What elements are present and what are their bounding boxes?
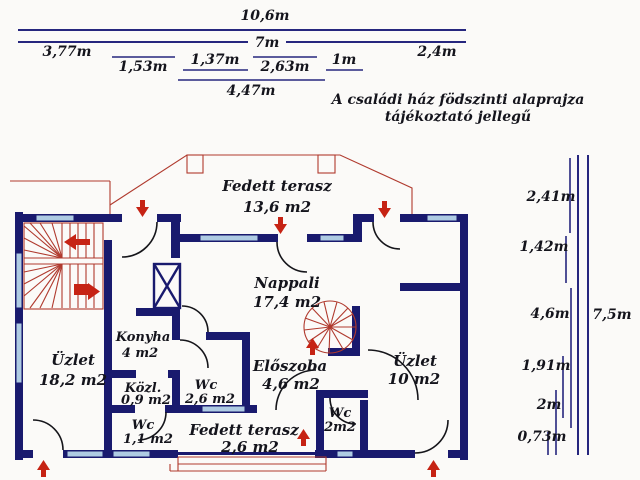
dim-191: 1,91m <box>522 358 571 374</box>
plan-title: A családi ház födszinti alaprajza tájéko… <box>330 92 585 125</box>
room-label-wc-11: Wc <box>132 418 155 433</box>
window <box>201 405 246 413</box>
top-dimension-chain: 10,6m 7m 3,77m 2,4m 1,53m 1,37m 2,63m 1m… <box>18 8 466 99</box>
room-area-fedett-terasz-bottom: 2,6 m2 <box>220 438 279 456</box>
dim-24: 2,4m <box>416 44 456 60</box>
door-arc <box>275 369 317 411</box>
entrance-arrow-up <box>427 460 440 477</box>
window <box>35 214 75 222</box>
dim-7m: 7m <box>255 35 280 51</box>
dim-overall-height: 7,5m <box>592 307 631 323</box>
stair-treads-lower <box>23 263 95 309</box>
window <box>426 214 458 222</box>
door-arc <box>372 221 401 250</box>
terrace-column <box>186 154 204 174</box>
room-area-nappali: 17,4 m2 <box>253 293 321 311</box>
door-arc <box>329 397 357 425</box>
entrance-arrow-down <box>378 201 391 218</box>
window <box>15 252 23 309</box>
stair-direction-arrow-left <box>64 234 90 250</box>
window <box>15 322 23 384</box>
door-arc <box>276 241 308 273</box>
doors <box>32 221 449 454</box>
dim-447: 4,47m <box>227 83 276 99</box>
door-arc <box>179 339 209 369</box>
terrace-steps <box>169 456 327 472</box>
dim-073: 0,73m <box>518 429 567 445</box>
room-label-konyha: Konyha <box>115 330 171 345</box>
windows <box>15 214 458 458</box>
room-area-fedett-terasz-top: 13,6 m2 <box>243 198 311 216</box>
door-arc <box>32 419 64 451</box>
right-dimension-chain: 7,5m 2,41m 1,42m 4,6m 1,91m 2m 0,73m <box>518 155 632 455</box>
entrance-arrow-down <box>136 200 149 217</box>
spiral-stair-arrow-up <box>306 338 319 355</box>
dim-241: 2,41m <box>526 189 576 205</box>
room-label-uzlet-left: Üzlet <box>51 350 95 369</box>
room-area-konyha: 4 m2 <box>122 346 158 361</box>
room-area-wc-11: 1,1 m2 <box>123 432 173 447</box>
stair-treads-upper <box>23 222 95 259</box>
entrance-arrows <box>37 200 440 477</box>
room-label-fedett-terasz-bottom: Fedett terasz <box>188 421 299 439</box>
window <box>199 234 259 242</box>
dim-137: 1,37m <box>191 52 240 68</box>
entrance-arrow-up <box>297 429 310 446</box>
shaft-xbox <box>152 262 182 310</box>
room-area-eloszoba: 4,6 m2 <box>262 375 320 393</box>
room-area-wc-26: 2,6 m2 <box>184 392 235 407</box>
dim-overall-width: 10,6m <box>241 8 290 24</box>
entrance-arrow-up <box>37 460 50 477</box>
terrace-column <box>317 154 336 174</box>
stair-direction-arrow-right <box>74 283 100 300</box>
room-label-wc-2: Wc <box>329 406 352 421</box>
plan-title-line1: A családi ház födszinti alaprajza <box>330 92 585 108</box>
main-staircase <box>23 222 104 310</box>
room-labels: Fedett terasz 13,6 m2 Nappali 17,4 m2 Üz… <box>39 177 440 456</box>
dim-263: 2,63m <box>260 59 310 75</box>
window <box>112 450 151 458</box>
dim-153: 1,53m <box>119 59 168 75</box>
room-area-kozl: 0,9 m2 <box>121 393 171 408</box>
door-arc <box>367 349 419 401</box>
room-label-uzlet-right: Üzlet <box>393 351 437 370</box>
dim-label-bg <box>248 34 286 50</box>
room-area-wc-2: 2m2 <box>323 420 356 435</box>
window <box>66 450 104 458</box>
room-label-wc-26: Wc <box>195 378 218 393</box>
dim-2m: 2m <box>536 397 562 413</box>
room-label-kozl: Közl. <box>124 381 162 396</box>
room-label-eloszoba: Előszoba <box>252 357 327 375</box>
room-label-nappali: Nappali <box>253 274 320 292</box>
door-arc <box>121 221 158 258</box>
dim-142: 1,42m <box>520 239 569 255</box>
room-label-fedett-terasz-top: Fedett terasz <box>221 177 332 195</box>
dim-1m: 1m <box>332 52 357 68</box>
dim-377: 3,77m <box>43 44 92 60</box>
dim-46: 4,6m <box>530 306 569 322</box>
room-area-uzlet-right: 10 m2 <box>388 370 440 388</box>
door-arc <box>137 411 167 441</box>
door-arc <box>181 305 209 333</box>
window <box>336 450 354 458</box>
entrance-arrow-down <box>274 217 287 234</box>
window <box>319 234 345 242</box>
room-area-uzlet-left: 18,2 m2 <box>39 371 107 389</box>
covered-terrace-outline <box>10 154 413 218</box>
plan-title-line2: tájékoztató jellegű <box>385 109 531 125</box>
door-arc <box>414 419 449 454</box>
